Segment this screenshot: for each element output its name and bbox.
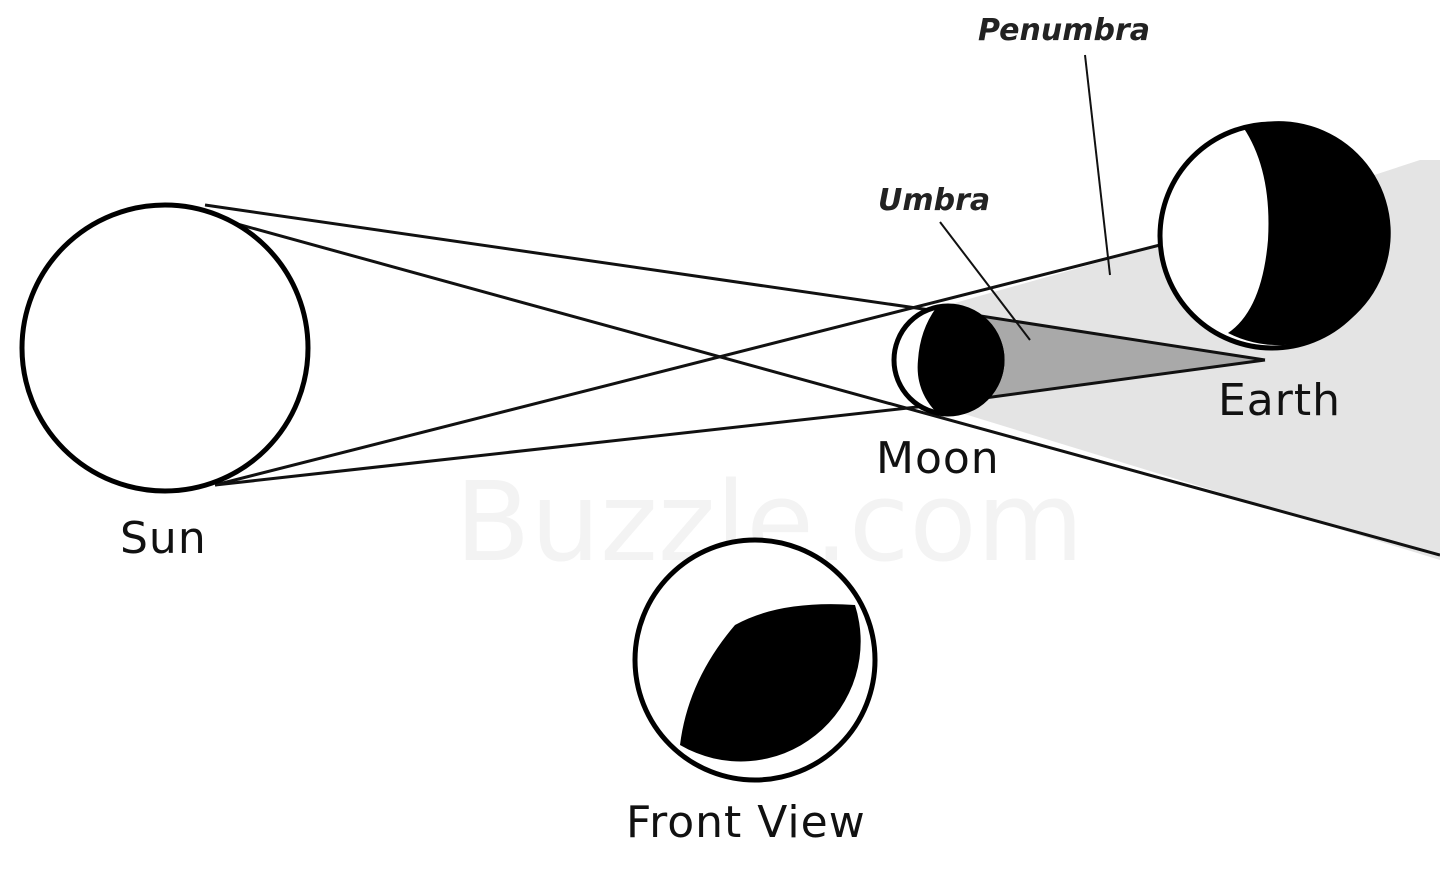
sun-circle	[19, 202, 311, 494]
earth-dark-side	[1228, 121, 1391, 346]
sun-label: Sun	[120, 513, 207, 564]
front-view	[632, 537, 878, 783]
umbra-label: Umbra	[878, 183, 990, 218]
ray-top-outer	[204, 203, 931, 312]
umbra-edge-top	[954, 310, 1266, 362]
light-rays	[204, 203, 1440, 557]
umbra-edge-bottom	[954, 358, 1266, 404]
front-view-shadow	[680, 604, 861, 762]
penumbra-label: Penumbra	[978, 13, 1150, 48]
front-view-label: Front View	[626, 797, 866, 848]
umbra-cone	[955, 312, 1265, 402]
ray-bottom-outer	[214, 403, 936, 487]
umbra-leader	[939, 221, 1031, 341]
moon-label: Moon	[876, 433, 1000, 484]
penumbra-leader	[1084, 54, 1111, 276]
moon-dark-side	[917, 306, 1005, 414]
earth	[1157, 121, 1391, 351]
earth-label: Earth	[1218, 375, 1341, 426]
ray-bottom-cross	[214, 243, 1161, 487]
ray-top-cross	[229, 220, 1440, 557]
moon	[891, 303, 1005, 417]
